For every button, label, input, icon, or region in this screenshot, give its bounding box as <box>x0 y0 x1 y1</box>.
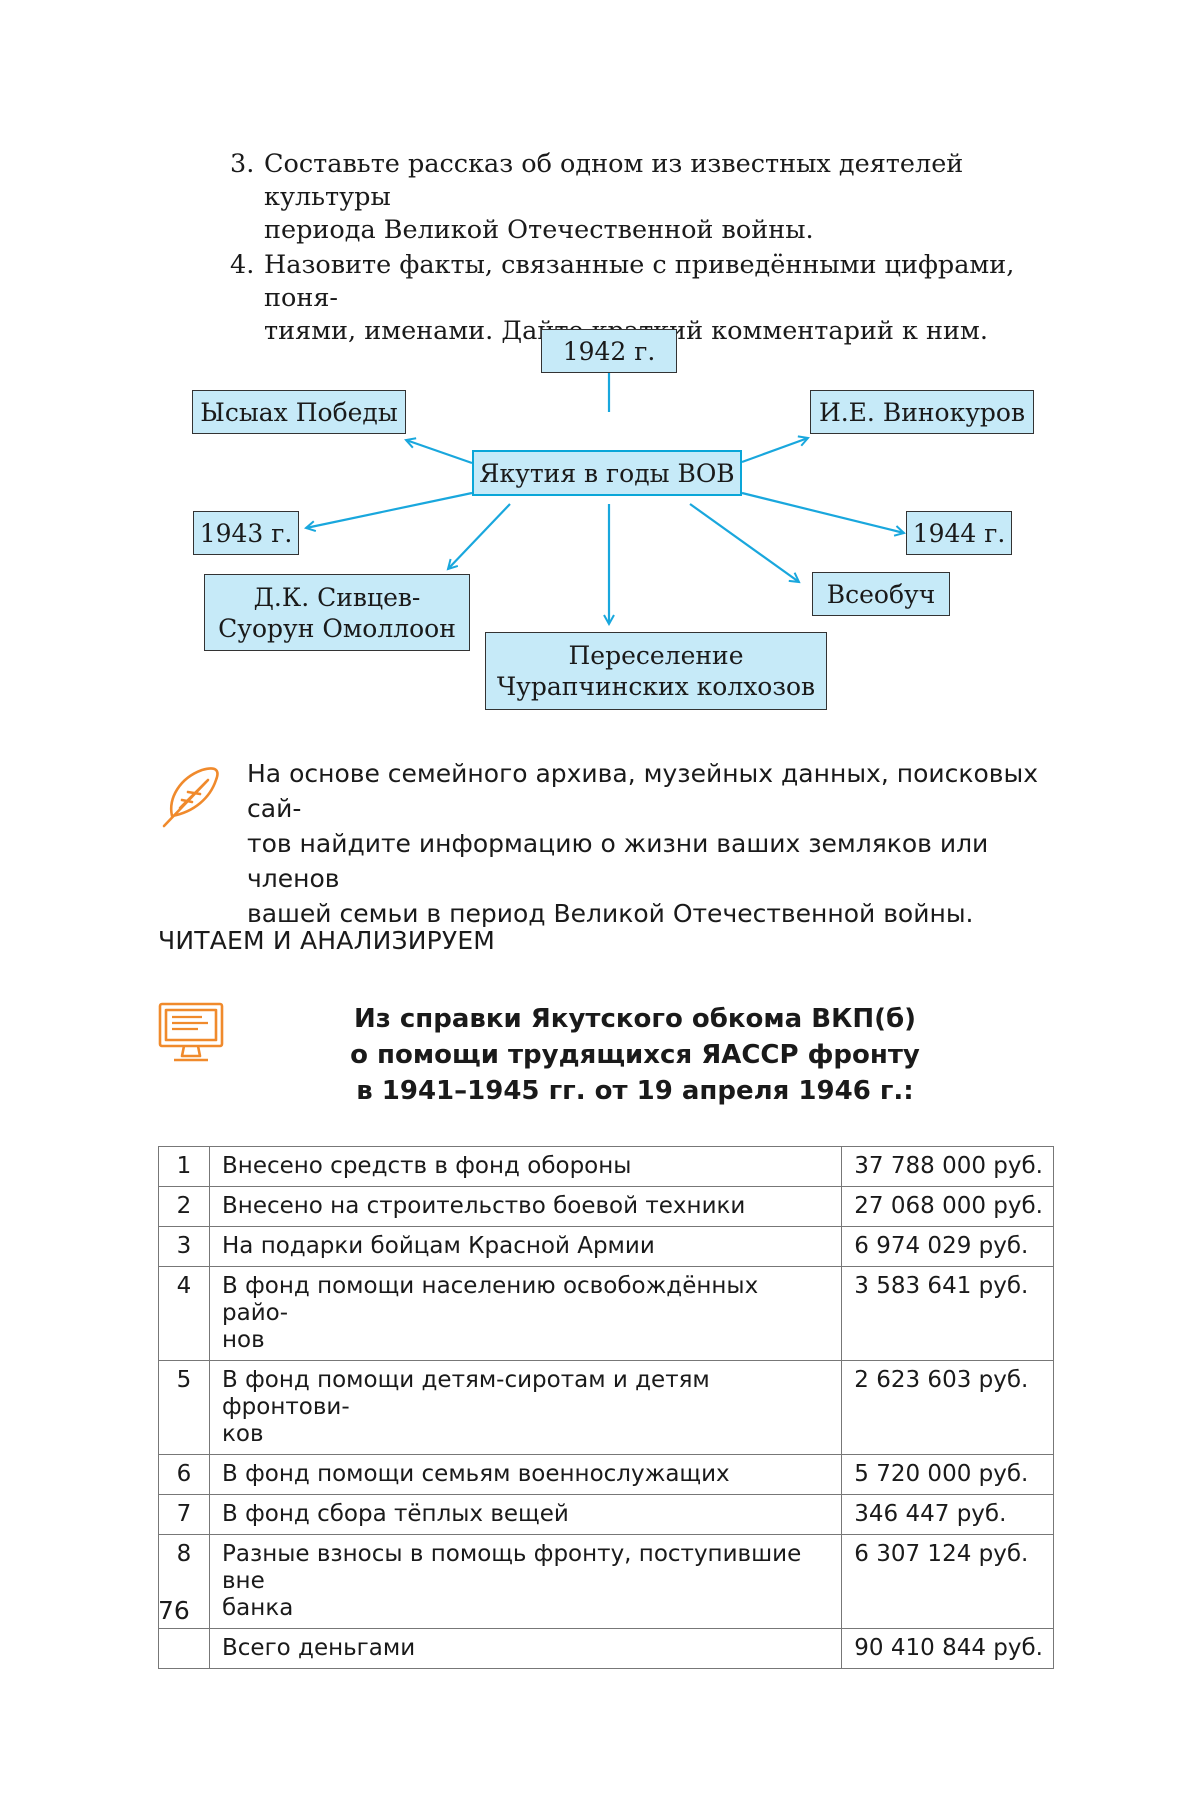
row-number-cell <box>158 1628 210 1669</box>
row-description-cell: Разные взносы в помощь фронту, поступивш… <box>208 1534 843 1629</box>
node-sivtsev: Д.К. Сивцев- Суорун Омоллоон <box>204 574 470 651</box>
arrow-to-vseobuch <box>689 503 799 582</box>
row-description-cell: Внесено на строительство боевой техники <box>208 1186 843 1227</box>
row-number-cell: 6 <box>158 1454 210 1495</box>
row-sum-cell: 6 974 029 руб. <box>841 1226 1054 1267</box>
concept-diagram: 1942 г. Ысыах Победы И.Е. Винокуров Якут… <box>0 320 1199 720</box>
page-number: 76 <box>158 1596 190 1625</box>
node-pereselenie-line1: Переселение <box>568 641 744 670</box>
task-text-line: На основе семейного архива, музейных дан… <box>247 759 1039 823</box>
question-3: 3. Составьте рассказ об одном из известн… <box>230 148 1060 247</box>
document-title-line: о помощи трудящихся ЯАССР фронту <box>350 1040 920 1070</box>
feather-icon <box>162 767 219 828</box>
row-sum-cell: 3 583 641 руб. <box>841 1266 1054 1361</box>
question-text-line: Назовите факты, связанные с приведёнными… <box>264 250 1015 313</box>
row-description-cell: В фонд помощи населению освобождённых ра… <box>208 1266 843 1361</box>
arrow-to-sivtsev <box>448 503 511 569</box>
row-sum-cell: 5 720 000 руб. <box>841 1454 1054 1495</box>
arrow-to-ysyah <box>406 440 473 465</box>
row-sum-cell: 6 307 124 руб. <box>841 1534 1054 1629</box>
node-pereselenie-line2: Чурапчинских колхозов <box>496 672 816 701</box>
node-1942: 1942 г. <box>541 329 677 373</box>
node-center-yakutia: Якутия в годы ВОВ <box>472 450 742 496</box>
row-number-cell: 3 <box>158 1226 210 1267</box>
node-sivtsev-line1: Д.К. Сивцев- <box>253 582 421 612</box>
row-description-cell: Всего деньгами <box>208 1628 843 1669</box>
section-title: ЧИТАЕМ И АНАЛИЗИРУЕМ <box>158 926 496 955</box>
arrow-to-vinokurov <box>741 438 808 464</box>
row-sum-cell: 2 623 603 руб. <box>841 1360 1054 1455</box>
row-sum-cell: 27 068 000 руб. <box>841 1186 1054 1227</box>
task-text: На основе семейного архива, музейных дан… <box>247 756 1067 931</box>
node-sivtsev-line2: Суорун Омоллоон <box>218 613 456 643</box>
row-sum-cell: 346 447 руб. <box>841 1494 1054 1535</box>
row-description-cell: В фонд сбора тёплых вещей <box>208 1494 843 1535</box>
question-number: 4. <box>230 250 255 280</box>
row-sum-cell: 90 410 844 руб. <box>841 1628 1054 1669</box>
row-description-cell: На подарки бойцам Красной Армии <box>208 1226 843 1267</box>
document-title-line: Из справки Якутского обкома ВКП(б) <box>353 1004 917 1034</box>
row-description-cell: В фонд помощи детям-сиротам и детям фрон… <box>208 1360 843 1455</box>
question-text-line: периода Великой Отечественной войны. <box>264 215 814 245</box>
question-number: 3. <box>230 149 255 179</box>
node-pereselenie: Переселение Чурапчинских колхозов <box>485 632 827 710</box>
arrow-to-1943 <box>306 491 473 528</box>
document-title: Из справки Якутского обкома ВКП(б) о пом… <box>260 1001 1010 1109</box>
questions-list: 3. Составьте рассказ об одном из известн… <box>230 148 1060 348</box>
node-vinokurov: И.Е. Винокуров <box>810 390 1034 434</box>
question-text-line: Составьте рассказ об одном из известных … <box>264 149 964 212</box>
row-number-cell: 2 <box>158 1186 210 1227</box>
row-number-cell: 1 <box>158 1146 210 1187</box>
monitor-icon <box>158 1002 224 1062</box>
node-vseobuch: Всеобуч <box>812 572 950 616</box>
node-1944: 1944 г. <box>906 511 1012 555</box>
row-sum-cell: 37 788 000 руб. <box>841 1146 1054 1187</box>
row-description-cell: Внесено средств в фонд обороны <box>208 1146 843 1187</box>
node-ysyah-pobedy: Ысыах Победы <box>192 390 406 434</box>
row-number-cell: 4 <box>158 1266 210 1361</box>
row-description-cell: В фонд помощи семьям военнослужащих <box>208 1454 843 1495</box>
arrow-to-1944 <box>741 491 904 533</box>
question-4: 4. Назовите факты, связанные с приведённ… <box>230 249 1060 348</box>
document-title-line: в 1941–1945 гг. от 19 апреля 1946 г.: <box>356 1076 914 1106</box>
row-number-cell: 5 <box>158 1360 210 1455</box>
node-1943: 1943 г. <box>193 511 299 555</box>
row-number-cell: 7 <box>158 1494 210 1535</box>
task-text-line: тов найдите информацию о жизни ваших зем… <box>247 829 989 893</box>
task-text-line: вашей семьи в период Великой Отечественн… <box>247 899 974 928</box>
